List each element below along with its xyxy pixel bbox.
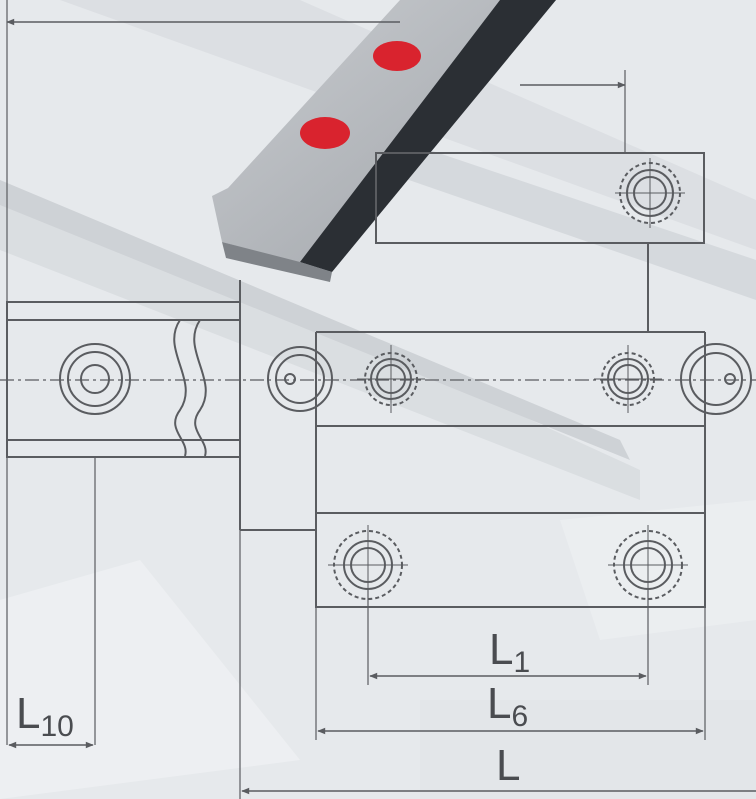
guide-rail (212, 0, 556, 282)
lube-nipple-icon (267, 346, 333, 412)
bolt-hole-icon (608, 525, 688, 605)
mounting-holes (59, 158, 752, 605)
dimension-lines (6, 18, 756, 795)
l6-label: L6 (487, 679, 528, 733)
carriage-outline (6, 152, 706, 608)
mounting-hole-mark (373, 41, 421, 71)
dimension-labels: L1 L6 L10 L (16, 625, 530, 790)
l-label: L (496, 741, 520, 790)
l10-label: L10 (16, 689, 74, 743)
bolt-hole-icon (59, 343, 131, 415)
bolt-hole-icon (328, 525, 408, 605)
bolt-hole-icon (615, 158, 685, 228)
bolt-hole-icon (594, 345, 662, 413)
bolt-hole-icon (357, 345, 425, 413)
l1-label: L1 (489, 625, 530, 679)
lube-nipple-icon (680, 343, 752, 415)
mounting-hole-mark (300, 117, 350, 149)
